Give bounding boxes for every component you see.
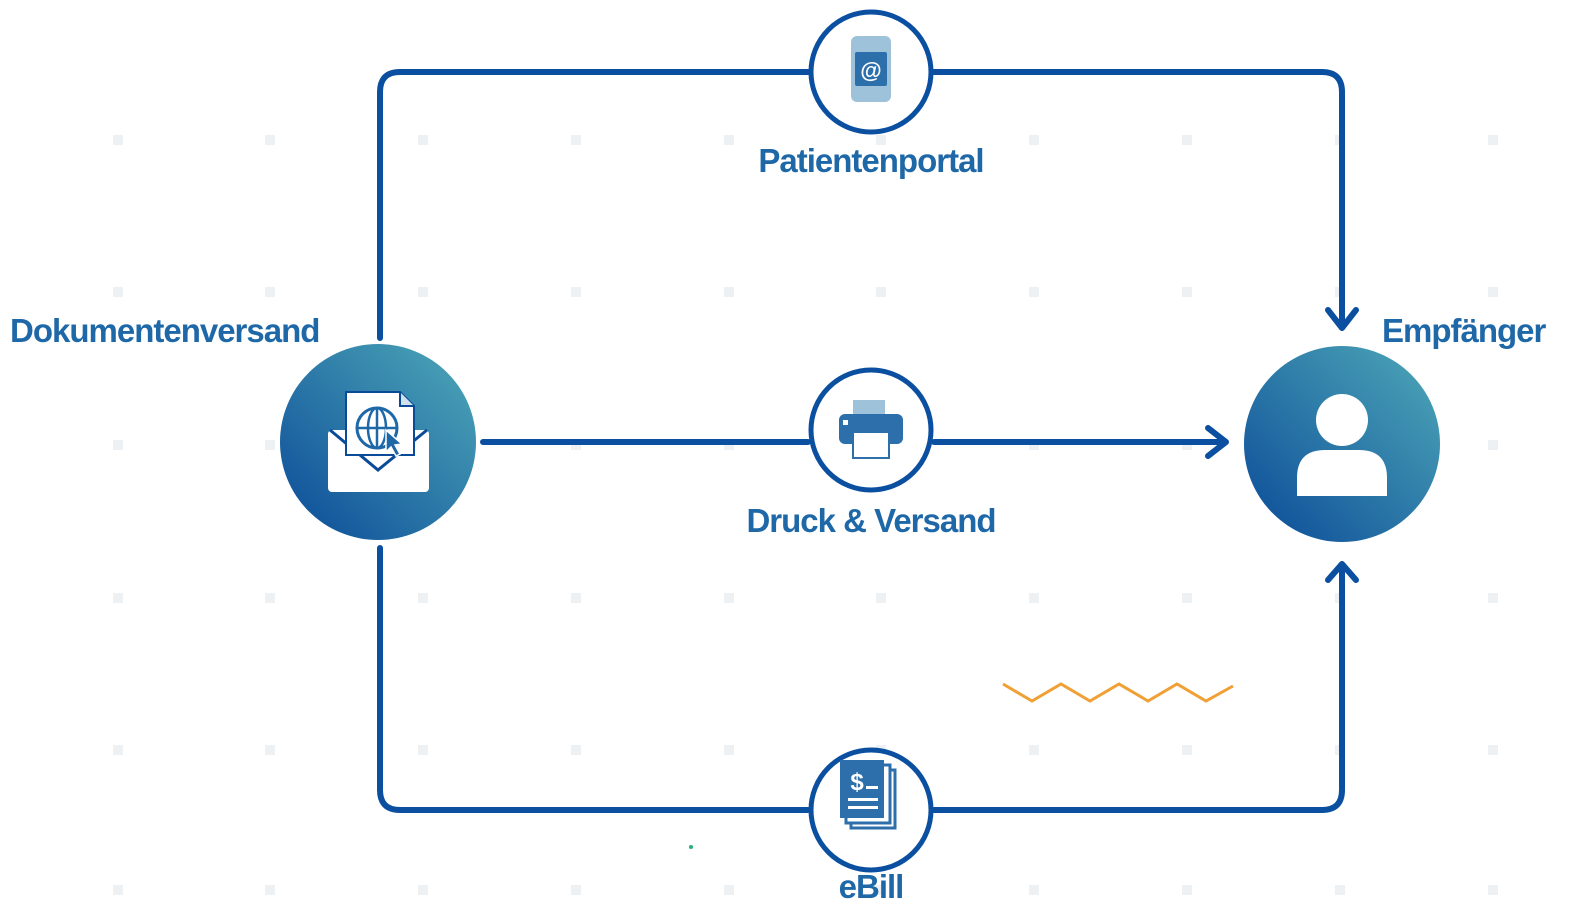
grid-dot — [113, 287, 123, 297]
recipient-label: Empfänger — [1382, 312, 1546, 349]
grid-dot — [1488, 287, 1498, 297]
grid-dot — [724, 885, 734, 895]
sender-label: Dokumentenversand — [10, 312, 320, 349]
grid-dot — [418, 287, 428, 297]
svg-text:@: @ — [860, 58, 881, 83]
sender-node — [280, 344, 476, 540]
grid-dot — [265, 135, 275, 145]
grid-dot — [418, 135, 428, 145]
grid-dot — [113, 593, 123, 603]
svg-text:$: $ — [850, 769, 864, 796]
grid-dot — [265, 745, 275, 755]
grid-dot — [113, 440, 123, 450]
person-icon — [1297, 394, 1387, 496]
grid-dot — [876, 135, 886, 145]
grid-dot — [724, 287, 734, 297]
phone-at-icon: @ — [851, 36, 891, 102]
grid-dot — [1029, 593, 1039, 603]
grid-dot — [876, 287, 886, 297]
grid-dot — [1182, 135, 1192, 145]
grid-dot — [876, 593, 886, 603]
grid-dot — [113, 885, 123, 895]
dollar-documents-icon: $ — [840, 760, 897, 830]
grid-dot — [571, 593, 581, 603]
grid-dot — [265, 440, 275, 450]
grid-dot — [1488, 440, 1498, 450]
decorative-dot — [689, 845, 693, 849]
grid-dot — [876, 885, 886, 895]
channel-node-druck-versand — [808, 367, 934, 493]
grid-dot — [418, 745, 428, 755]
arrowhead-patientenportal — [1325, 307, 1359, 331]
grid-dot — [265, 885, 275, 895]
grid-dot — [113, 745, 123, 755]
channel-label-ebill: eBill — [838, 868, 905, 905]
grid-dot — [1029, 287, 1039, 297]
grid-dot — [1182, 745, 1192, 755]
grid-dot — [418, 593, 428, 603]
grid-dot — [1029, 885, 1039, 895]
grid-dot — [571, 287, 581, 297]
grid-dot — [571, 885, 581, 895]
grid-dot — [1335, 885, 1345, 895]
grid-dot — [571, 745, 581, 755]
channel-node-ebill: $ — [808, 747, 934, 873]
grid-dot — [1488, 745, 1498, 755]
grid-dot — [571, 135, 581, 145]
grid-dot — [1488, 885, 1498, 895]
grid-dot — [1029, 135, 1039, 145]
grid-dot — [1182, 593, 1192, 603]
grid-dot — [1182, 885, 1192, 895]
grid-dot — [265, 287, 275, 297]
arrowhead-druck-versand — [1205, 425, 1229, 459]
grid-dot — [1488, 135, 1498, 145]
grid-dot — [1488, 593, 1498, 603]
grid-dot — [113, 135, 123, 145]
channel-label-patientenportal: Patientenportal — [758, 142, 984, 179]
grid-dot — [418, 885, 428, 895]
channel-node-patientenportal: @ — [808, 9, 934, 135]
envelope-globe-icon — [328, 391, 429, 492]
grid-dot — [724, 135, 734, 145]
printer-icon — [839, 400, 903, 459]
channel-label-druck-versand: Druck & Versand — [746, 502, 996, 539]
route-patientenportal — [377, 69, 1345, 341]
decorative-zigzag — [1002, 682, 1234, 703]
grid-dot — [1029, 745, 1039, 755]
route-ebill — [377, 545, 1345, 813]
grid-dot — [265, 593, 275, 603]
grid-dot — [1182, 287, 1192, 297]
arrowhead-ebill — [1325, 561, 1359, 583]
grid-dot — [724, 593, 734, 603]
grid-dot — [724, 745, 734, 755]
recipient-node — [1244, 346, 1440, 542]
